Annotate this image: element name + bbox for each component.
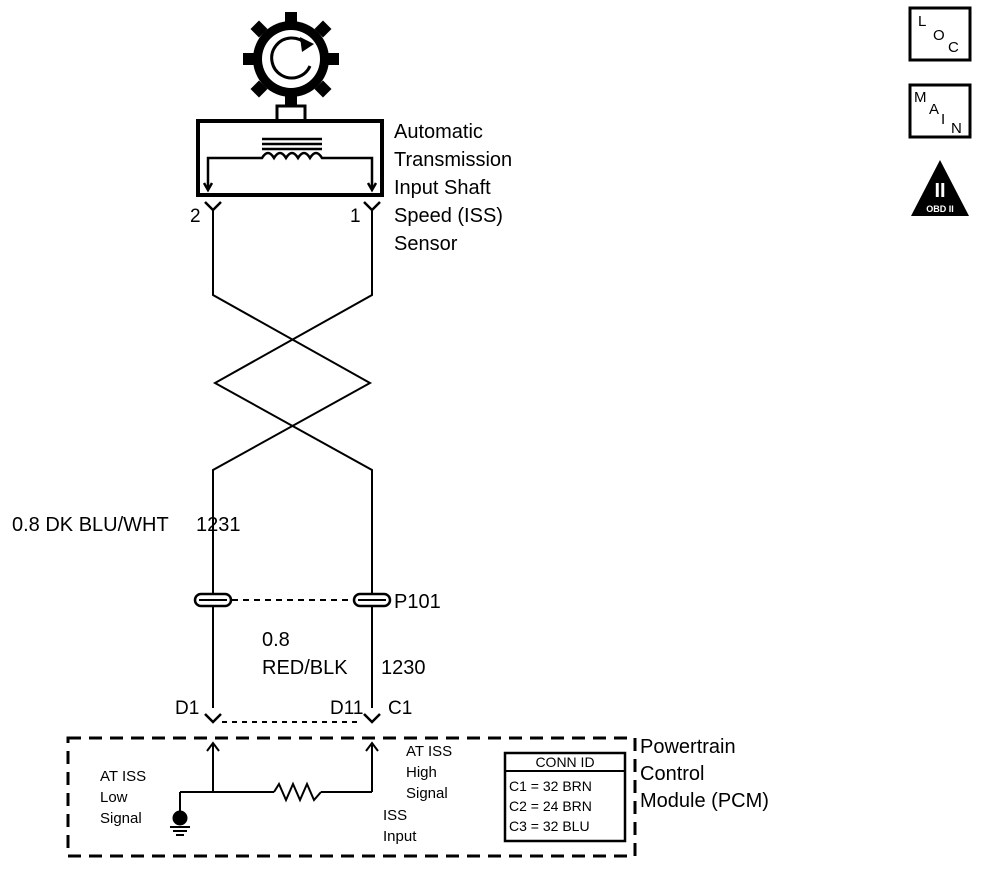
conn-id-table: CONN ID C1 = 32 BRN C2 = 24 BRN C3 = 32 … [503, 751, 627, 843]
svg-text:N: N [951, 120, 962, 137]
pcm-name: Powertrain Control Module (PCM) [640, 736, 769, 812]
pcm-module-box [66, 736, 637, 858]
sensor-coil-icon [202, 137, 378, 193]
sensor-pin-2: 2 [190, 206, 201, 227]
pcm-pin-d11: D11 [330, 698, 363, 719]
obd-ii-badge: II OBD II [911, 160, 969, 216]
reluctor-wheel-icon [243, 12, 339, 106]
splice-pack-p101 [193, 592, 392, 608]
pcm-connector-terminals [204, 713, 381, 724]
splice-label: P101 [394, 591, 441, 613]
svg-text:O: O [933, 27, 945, 44]
svg-text:II: II [934, 180, 945, 202]
iss-input-label: ISS Input [383, 807, 417, 845]
svg-text:M: M [914, 89, 927, 106]
conn-id-row: C2 = 24 BRN [509, 798, 592, 814]
svg-text:A: A [929, 101, 939, 118]
svg-text:OBD II: OBD II [926, 204, 954, 214]
at-iss-low-signal-label: AT ISS Low Signal [100, 768, 150, 827]
main-badge: M A I N [908, 83, 972, 139]
twisted-pair-wires [212, 210, 373, 708]
conn-id-row: C3 = 32 BLU [509, 818, 590, 834]
pcm-pin-d1: D1 [175, 698, 199, 719]
sensor-name: Automatic Transmission Input Shaft Speed… [394, 121, 518, 255]
ground-icon [170, 810, 190, 836]
pcm-internal-circuit [179, 741, 379, 815]
conn-id-title: CONN ID [535, 754, 594, 770]
at-iss-high-signal-label: AT ISS High Signal [406, 743, 456, 802]
svg-text:L: L [918, 13, 926, 30]
conn-id-row: C1 = 32 BRN [509, 778, 592, 794]
svg-text:C: C [948, 39, 959, 56]
sensor-pin-1: 1 [350, 206, 361, 227]
pcm-connector-c1: C1 [388, 698, 412, 719]
loc-badge: L O C [908, 6, 972, 62]
svg-text:I: I [941, 111, 945, 128]
rotation-arrow-icon [270, 36, 314, 80]
